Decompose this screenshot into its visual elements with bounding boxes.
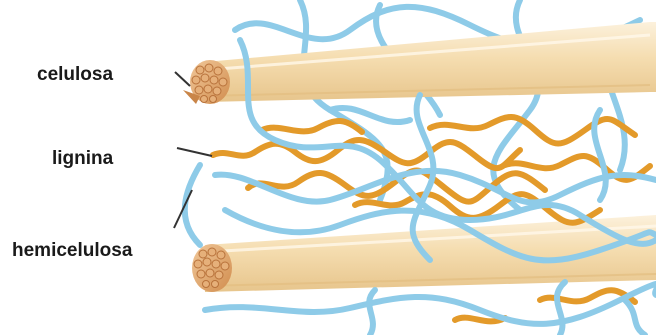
fibril-bundle-end-top [183,60,230,104]
label-celulosa: celulosa [37,64,113,85]
fibril-bundle-end-bottom [192,244,232,292]
cellulose-fiber-top [183,22,656,104]
label-hemicelulosa: hemicelulosa [12,240,133,261]
leader-line-celulosa [175,72,190,86]
label-lignina: lignina [52,148,114,169]
leader-line-lignina [177,148,212,156]
